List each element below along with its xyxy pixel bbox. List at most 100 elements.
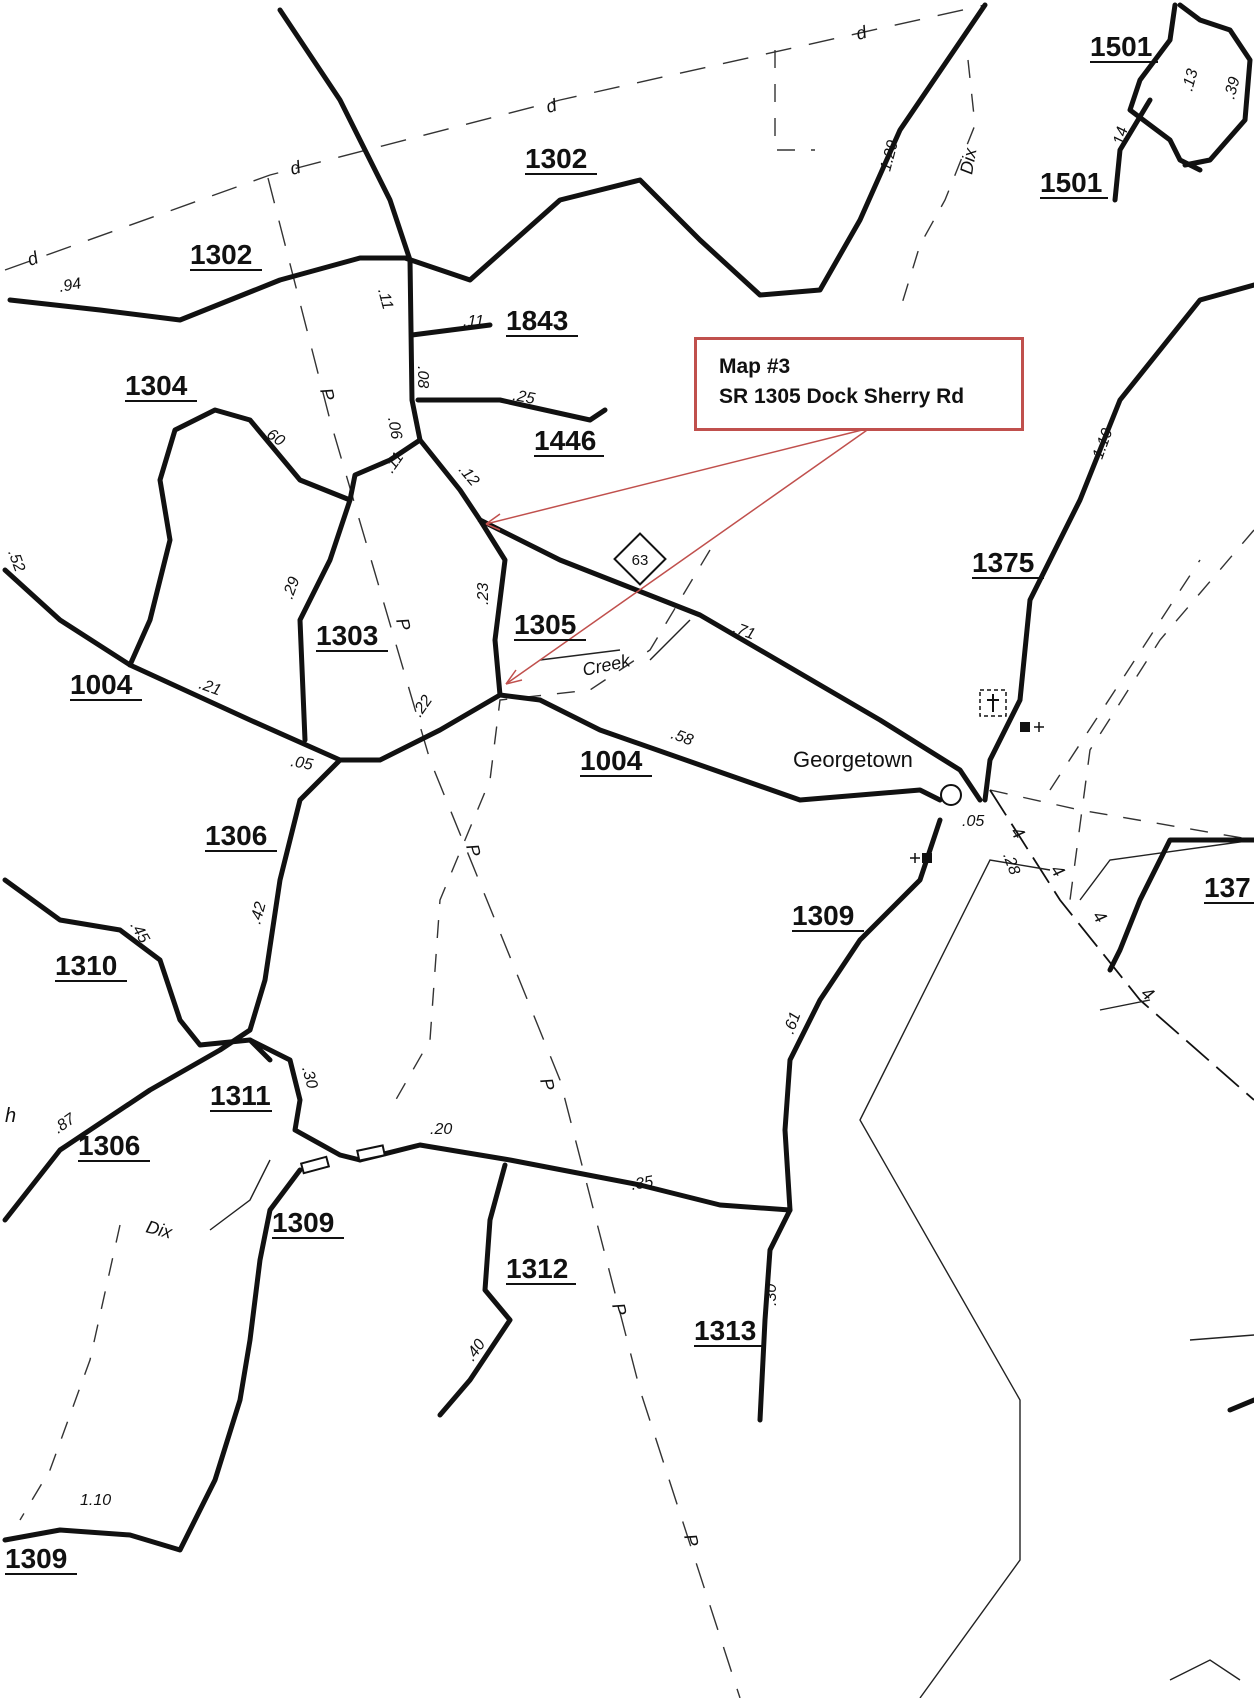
- distance-label: .30: [298, 1065, 320, 1091]
- partial-label: h: [5, 1105, 16, 1127]
- distance-label: .28: [999, 851, 1023, 878]
- road-1309-northeast: [782, 817, 943, 1213]
- roads: [2, 2, 1254, 1553]
- distance-label: .11: [463, 313, 484, 330]
- rail-4: [989, 789, 1254, 1101]
- thin-lines: [209, 619, 1254, 1698]
- distance-label: .22: [409, 692, 436, 720]
- east-line-1: [989, 789, 1254, 841]
- road-1305: [477, 517, 508, 698]
- distance-label: 1.10: [1090, 426, 1117, 461]
- rail-letter: 4: [1089, 907, 1111, 927]
- p-letter: P: [680, 1532, 702, 1549]
- route-shield-icon: 63: [613, 532, 667, 586]
- route-label: 1309: [5, 1543, 67, 1574]
- distance-label: .35: [630, 1173, 655, 1194]
- road-1004-west: [2, 567, 543, 763]
- route-label: 1446: [534, 425, 596, 456]
- p-letter: P: [392, 616, 414, 633]
- rail-letter: 4: [1007, 823, 1029, 843]
- distance-label: .29: [280, 575, 304, 602]
- distance-label: .61: [781, 1010, 805, 1037]
- dix-label: Dix: [956, 146, 980, 176]
- route-label: 1311: [210, 1080, 271, 1111]
- route-label: 1302: [525, 143, 587, 174]
- distance-label: .60: [260, 423, 288, 450]
- dix-creek-3: [19, 1224, 121, 1521]
- road-1313: [757, 1207, 793, 1423]
- distance-label: .52: [4, 548, 28, 575]
- p-letter: P: [536, 1076, 558, 1093]
- route-label: 1302: [190, 239, 252, 270]
- road-north-south: [277, 7, 483, 523]
- east-line-2: [1069, 529, 1254, 901]
- distance-label: .06: [384, 416, 405, 441]
- route-label: 1501: [1040, 167, 1102, 198]
- bridge-icon: [299, 1144, 386, 1175]
- distance-label: .14: [1109, 125, 1131, 151]
- route-labels: 1501 1501 1302 1302 1843 1304 1446 1375 …: [5, 31, 1254, 1575]
- boundary-lines: [4, 4, 1254, 1698]
- road-1446: [415, 397, 608, 423]
- road-1309-southwest: [2, 1167, 303, 1553]
- d-letter: d: [854, 22, 870, 44]
- d-letter: d: [288, 157, 304, 179]
- dix-creek-1: [899, 59, 976, 311]
- road-1375: [982, 282, 1254, 803]
- road-1311: [247, 1037, 363, 1163]
- map-callout: Map #3 SR 1305 Dock Sherry Rd: [694, 337, 1024, 431]
- road-1310: [2, 877, 273, 1063]
- route-label: 1375: [972, 547, 1034, 578]
- road-63: [477, 517, 983, 803]
- road-1303: [297, 437, 423, 743]
- route-label: 1313: [694, 1315, 756, 1346]
- p-line: [267, 177, 741, 1698]
- route-label: 1501: [1090, 31, 1152, 62]
- road-137: [1107, 837, 1254, 973]
- distance-label: .94: [58, 275, 83, 296]
- callout-road-name: SR 1305 Dock Sherry Rd: [719, 385, 965, 408]
- road-1302-west: [7, 255, 408, 323]
- route-label: 1004: [580, 745, 643, 776]
- distance-label: .13: [1179, 67, 1201, 93]
- distance-label: .45: [127, 919, 153, 947]
- callout-title: Map #3: [719, 355, 791, 378]
- callout-arrows: [485, 427, 871, 685]
- distance-label: 1.10: [80, 1492, 111, 1509]
- distance-labels: .94 .11 .11 .08 .25 .06 .60 .11 .12 .29 …: [4, 67, 1243, 1509]
- route-label: 1312: [506, 1253, 568, 1284]
- route-label: 1305: [514, 609, 576, 640]
- road-1501-c: [1177, 2, 1253, 168]
- route-label: 1303: [316, 620, 378, 651]
- georgetown-label: Georgetown: [793, 747, 913, 772]
- distance-label: .87: [51, 1110, 80, 1137]
- distance-label: .30: [763, 1284, 780, 1306]
- road-1843: [409, 322, 493, 338]
- d-letter: d: [544, 95, 560, 117]
- route-label: 1309: [792, 900, 854, 931]
- distance-label: .08: [414, 366, 431, 388]
- distance-label: .11: [374, 287, 396, 312]
- road-east-stub: [1227, 1397, 1254, 1413]
- dix-creek-2: [389, 549, 711, 1111]
- p-letter: P: [462, 842, 484, 859]
- distance-label: .23: [475, 583, 492, 605]
- route-label: 1004: [70, 669, 133, 700]
- distance-label: .25: [511, 387, 536, 408]
- distance-label: .39: [1221, 75, 1243, 101]
- rail-letter: 4: [1047, 861, 1069, 881]
- road-south: [357, 1142, 793, 1213]
- d-line: [4, 4, 986, 271]
- route-label: 1306: [78, 1130, 140, 1161]
- distance-label: 1.29: [877, 138, 902, 173]
- church-icon: [910, 689, 1044, 863]
- road-1302-east: [402, 2, 988, 298]
- route-label: 1309: [272, 1207, 334, 1238]
- distance-label: .21: [197, 676, 224, 700]
- town-marker-icon: [940, 784, 962, 806]
- route-label: 137: [1204, 872, 1251, 903]
- minor-line-1: [774, 50, 815, 151]
- route-label: 1843: [506, 305, 568, 336]
- p-letter: P: [608, 1301, 630, 1318]
- road-1501-b: [1112, 97, 1153, 203]
